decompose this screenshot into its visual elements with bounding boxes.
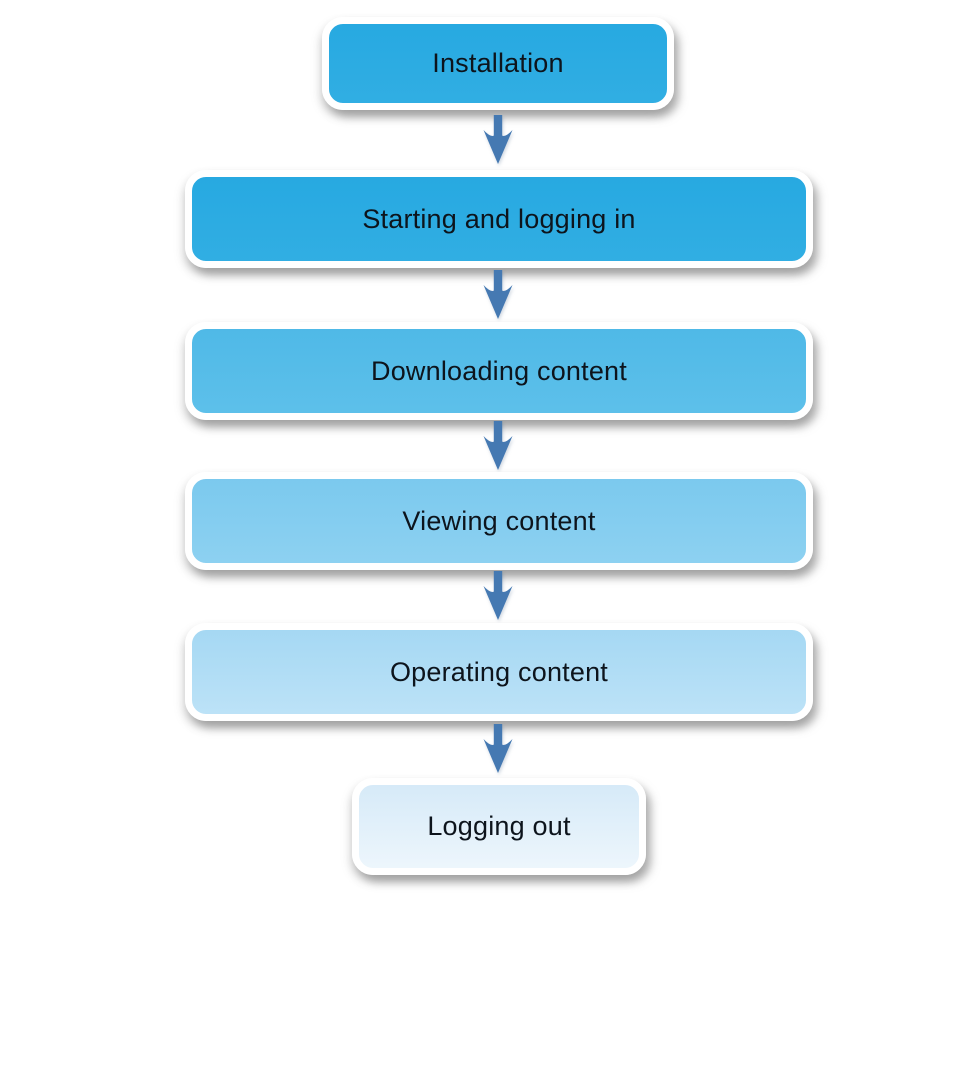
down-arrow-icon	[483, 724, 513, 773]
node-label: Operating content	[389, 656, 609, 687]
flow-node-installation: Installation	[322, 17, 674, 110]
flow-node-starting-and-logging-in: Starting and logging in	[185, 170, 813, 268]
node-label: Starting and logging in	[362, 203, 636, 234]
node-label: Viewing content	[402, 505, 596, 536]
down-arrow-icon	[483, 270, 513, 319]
down-arrow-icon	[483, 571, 513, 620]
flow-node-logging-out: Logging out	[352, 778, 646, 875]
flow-node-operating-content: Operating content	[185, 623, 813, 721]
flow-node-downloading-content: Downloading content	[185, 322, 813, 420]
node-label: Downloading content	[371, 355, 627, 386]
down-arrow-icon	[483, 115, 513, 164]
node-label: Logging out	[427, 811, 571, 842]
node-label: Installation	[432, 48, 564, 79]
flow-node-viewing-content: Viewing content	[185, 472, 813, 570]
down-arrow-icon	[483, 421, 513, 470]
